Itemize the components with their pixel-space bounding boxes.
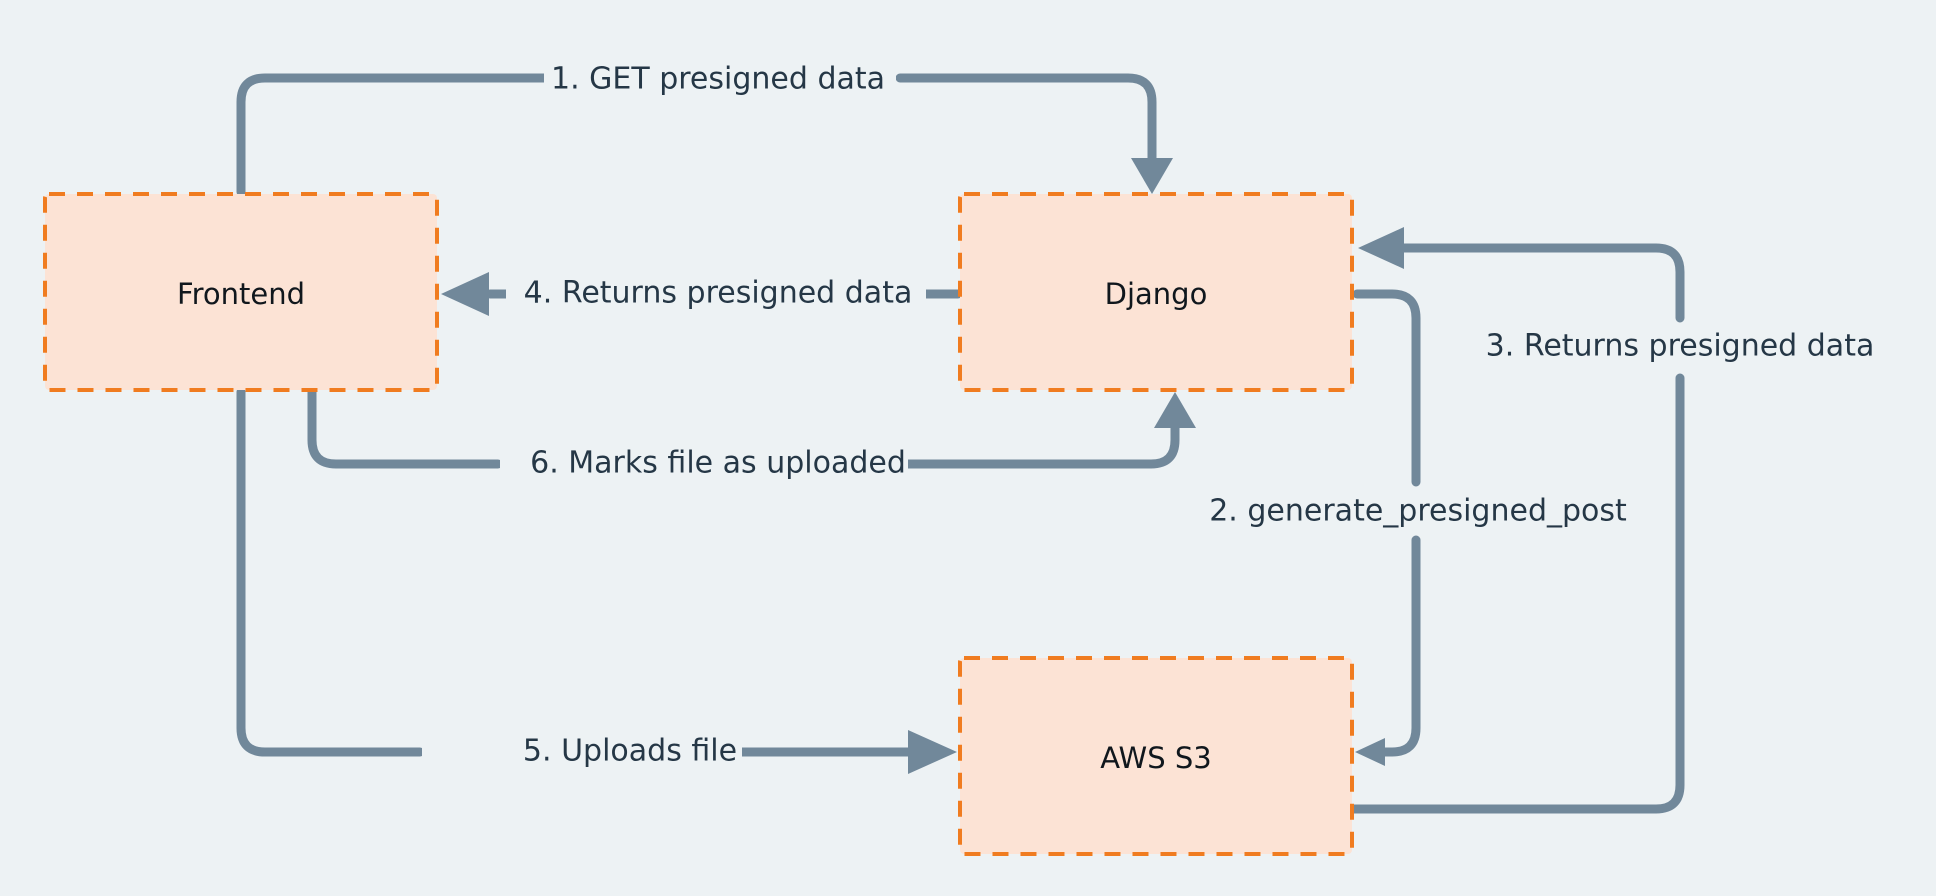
edge-6-label: 6. Marks file as uploaded xyxy=(530,446,906,481)
edge-4-label: 4. Returns presigned data xyxy=(524,276,913,311)
edge-2-arrowhead xyxy=(1355,738,1385,766)
edge-2-label-backdrop xyxy=(1190,490,1646,534)
edge-5-label-backdrop xyxy=(422,730,742,774)
node-frontend-box[interactable] xyxy=(43,192,439,392)
node-django-box[interactable] xyxy=(958,192,1354,392)
edge-2-path xyxy=(1352,289,1421,487)
edge-1-path-b xyxy=(895,73,1157,173)
edge-3-label-backdrop xyxy=(1466,325,1894,369)
edge-4-returns-presigned-data: 4. Returns presigned data xyxy=(441,272,963,316)
edge-5-uploads-file: 5. Uploads file xyxy=(236,387,957,774)
edge-5-label: 5. Uploads file xyxy=(523,734,737,769)
edge-6-path-b xyxy=(901,413,1180,469)
edge-3-arrowhead xyxy=(1358,227,1404,269)
edge-3-label: 3. Returns presigned data xyxy=(1486,329,1875,364)
node-frontend[interactable]: Frontend xyxy=(43,192,439,392)
edge-1-label-backdrop xyxy=(544,56,896,100)
node-aws-s3-label: AWS S3 xyxy=(1100,741,1211,775)
node-django[interactable]: Django xyxy=(958,192,1354,392)
edge-6-path xyxy=(307,387,503,469)
edge-1-path xyxy=(236,73,897,197)
edge-2-label: 2. generate_presigned_post xyxy=(1209,494,1627,529)
edge-3-path xyxy=(1343,373,1685,814)
edge-4-label-backdrop xyxy=(506,272,926,316)
node-aws-s3[interactable]: AWS S3 xyxy=(958,656,1354,856)
edge-1-label: 1. GET presigned data xyxy=(551,62,885,97)
edge-3-path-b xyxy=(1396,243,1685,323)
edge-6-label-backdrop xyxy=(500,442,908,486)
node-django-label: Django xyxy=(1105,277,1208,311)
edge-2-path-b xyxy=(1367,535,1421,757)
edge-2-generate-presigned-post: 2. generate_presigned_post xyxy=(1190,289,1646,766)
edge-5-arrowhead xyxy=(908,730,957,774)
node-frontend-label: Frontend xyxy=(177,277,305,311)
edge-3-returns-presigned-data: 3. Returns presigned data xyxy=(1343,227,1894,814)
edge-6-arrowhead xyxy=(1154,392,1196,428)
edge-5-path xyxy=(236,387,425,757)
node-aws-s3-box[interactable] xyxy=(958,656,1354,856)
edge-1-get-presigned-data: 1. GET presigned data xyxy=(236,56,1173,197)
edge-6-marks-file-as-uploaded: 6. Marks file as uploaded xyxy=(307,387,1196,486)
edge-1-arrowhead xyxy=(1131,158,1173,194)
edge-4-arrowhead xyxy=(441,272,489,316)
